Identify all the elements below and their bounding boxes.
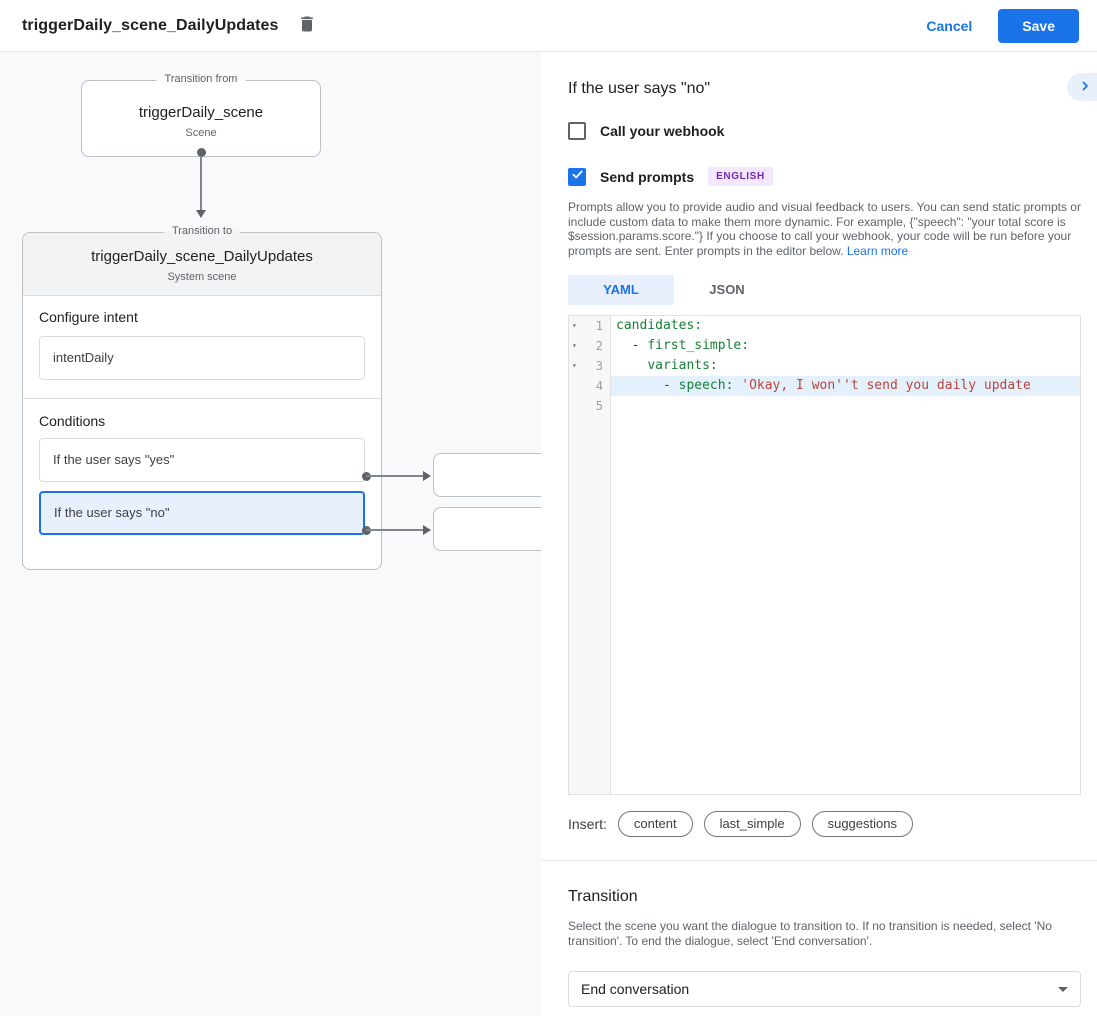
prompts-section: If the user says "no" Call your webhook <box>541 52 1097 838</box>
gutter-row: ▾2 <box>569 336 610 356</box>
webhook-checkbox-row: Call your webhook <box>568 122 1081 140</box>
condition-item-yes[interactable]: If the user says "yes" <box>39 438 365 482</box>
gutter-row: 4 <box>569 376 610 396</box>
line-number: 5 <box>595 399 603 414</box>
trash-icon <box>297 14 317 37</box>
connector-arrow-right-icon <box>423 471 431 481</box>
connector-arrow-right-icon <box>423 525 431 535</box>
configure-intent-heading: Configure intent <box>39 309 138 325</box>
code-line-selected: - speech: 'Okay, I won''t send you daily… <box>611 376 1080 397</box>
dropdown-caret-icon <box>1058 986 1068 992</box>
transition-select-value: End conversation <box>581 980 690 997</box>
prompts-description-text: Prompts allow you to provide audio and v… <box>568 200 1081 258</box>
insert-chip-suggestions[interactable]: suggestions <box>811 811 913 838</box>
transition-to-header: triggerDaily_scene_DailyUpdates System s… <box>23 233 381 296</box>
fold-arrow-icon[interactable]: ▾ <box>572 361 577 371</box>
divider <box>23 398 381 399</box>
line-number: 3 <box>595 359 603 374</box>
chevron-right-icon <box>1079 80 1091 95</box>
send-prompts-label: Send prompts <box>600 168 695 185</box>
fold-arrow-icon[interactable]: ▾ <box>572 321 577 331</box>
call-webhook-checkbox[interactable] <box>568 122 586 140</box>
gutter-row: ▾3 <box>569 356 610 376</box>
line-number: 1 <box>595 319 603 334</box>
fold-arrow-icon[interactable]: ▾ <box>572 341 577 351</box>
divider <box>541 860 1097 862</box>
language-badge: ENGLISH <box>708 167 773 186</box>
panel-title: If the user says "no" <box>568 80 711 97</box>
line-number: 4 <box>595 379 603 394</box>
prompts-description: Prompts allow you to provide audio and v… <box>568 200 1081 258</box>
delete-button[interactable] <box>295 12 319 39</box>
editor-code-area[interactable]: candidates: - first_simple: variants: - … <box>611 316 1080 794</box>
to-scene-type: System scene <box>167 271 237 283</box>
code-line: - first_simple: <box>611 336 1080 356</box>
scene-flow-canvas: Transition from triggerDaily_scene Scene… <box>0 52 541 1016</box>
gutter-row: ▾1 <box>569 316 610 336</box>
transition-description: Select the scene you want the dialogue t… <box>568 919 1052 948</box>
learn-more-link[interactable]: Learn more <box>846 243 909 258</box>
code-token: candidates: <box>616 318 703 334</box>
transition-to-legend: Transition to <box>163 225 241 237</box>
code-token: first_simple: <box>647 338 750 354</box>
prompt-code-editor[interactable]: ▾1 ▾2 ▾3 4 5 candidates: - first_simple:… <box>568 315 1081 796</box>
intent-item[interactable]: intentDaily <box>39 336 365 380</box>
transition-from-node[interactable]: Transition from triggerDaily_scene Scene <box>81 73 321 157</box>
insert-row: Insert: content last_simple suggestions <box>568 811 1081 838</box>
connector-dot <box>196 147 206 157</box>
from-scene-type: Scene <box>185 127 217 139</box>
transition-from-legend: Transition from <box>156 73 246 85</box>
transition-to-body: Configure intent intentDaily Conditions … <box>23 296 381 535</box>
page-title: triggerDaily_scene_DailyUpdates <box>22 16 279 34</box>
connector-line <box>366 529 423 531</box>
main-area: Transition from triggerDaily_scene Scene… <box>0 52 1097 1016</box>
code-token: 'Okay, I won''t send you daily update <box>741 378 1031 394</box>
editor-format-tabs: YAML JSON <box>568 275 1081 306</box>
insert-chip-last-simple[interactable]: last_simple <box>703 811 801 838</box>
connector-arrow-down-icon <box>196 210 206 218</box>
conditions-heading: Conditions <box>39 413 106 429</box>
transition-to-node[interactable]: Transition to triggerDaily_scene_DailyUp… <box>22 225 382 570</box>
transition-section: Transition Select the scene you want the… <box>541 861 1097 1007</box>
from-scene-name: triggerDaily_scene <box>138 104 264 121</box>
connector-line <box>366 475 423 477</box>
send-prompts-checkbox[interactable] <box>568 167 586 186</box>
transition-select[interactable]: End conversation <box>568 970 1081 1007</box>
code-token: speech: <box>678 378 742 394</box>
code-line: candidates: <box>611 316 1080 336</box>
cancel-button[interactable]: Cancel <box>926 17 973 34</box>
code-token: - <box>616 338 648 354</box>
insert-chip-content[interactable]: content <box>617 811 693 838</box>
gutter-row: 5 <box>569 396 610 416</box>
transition-target-node[interactable] <box>433 453 541 497</box>
call-webhook-label: Call your webhook <box>600 123 725 139</box>
tab-yaml[interactable]: YAML <box>568 275 674 306</box>
transition-target-node[interactable] <box>433 507 541 551</box>
line-number: 2 <box>595 339 603 354</box>
connector-line <box>200 156 202 210</box>
code-line: variants: <box>611 356 1080 376</box>
condition-detail-panel: If the user says "no" Call your webhook <box>541 52 1097 1016</box>
collapse-panel-button[interactable] <box>1067 73 1097 101</box>
code-token: - <box>616 378 679 394</box>
code-token <box>616 358 647 373</box>
editor-gutter: ▾1 ▾2 ▾3 4 5 <box>569 316 611 795</box>
save-button[interactable]: Save <box>998 8 1079 43</box>
top-header: triggerDaily_scene_DailyUpdates Cancel S… <box>0 0 1097 52</box>
prompts-checkbox-row: Send prompts ENGLISH <box>568 167 1081 186</box>
checkmark-icon <box>571 168 584 186</box>
insert-label: Insert: <box>568 816 607 833</box>
tab-json[interactable]: JSON <box>674 275 780 305</box>
condition-item-no[interactable]: If the user says "no" <box>39 491 365 535</box>
code-token: variants: <box>647 358 718 374</box>
to-scene-name: triggerDaily_scene_DailyUpdates <box>91 248 313 265</box>
transition-heading: Transition <box>568 888 638 906</box>
code-line <box>611 396 1080 416</box>
